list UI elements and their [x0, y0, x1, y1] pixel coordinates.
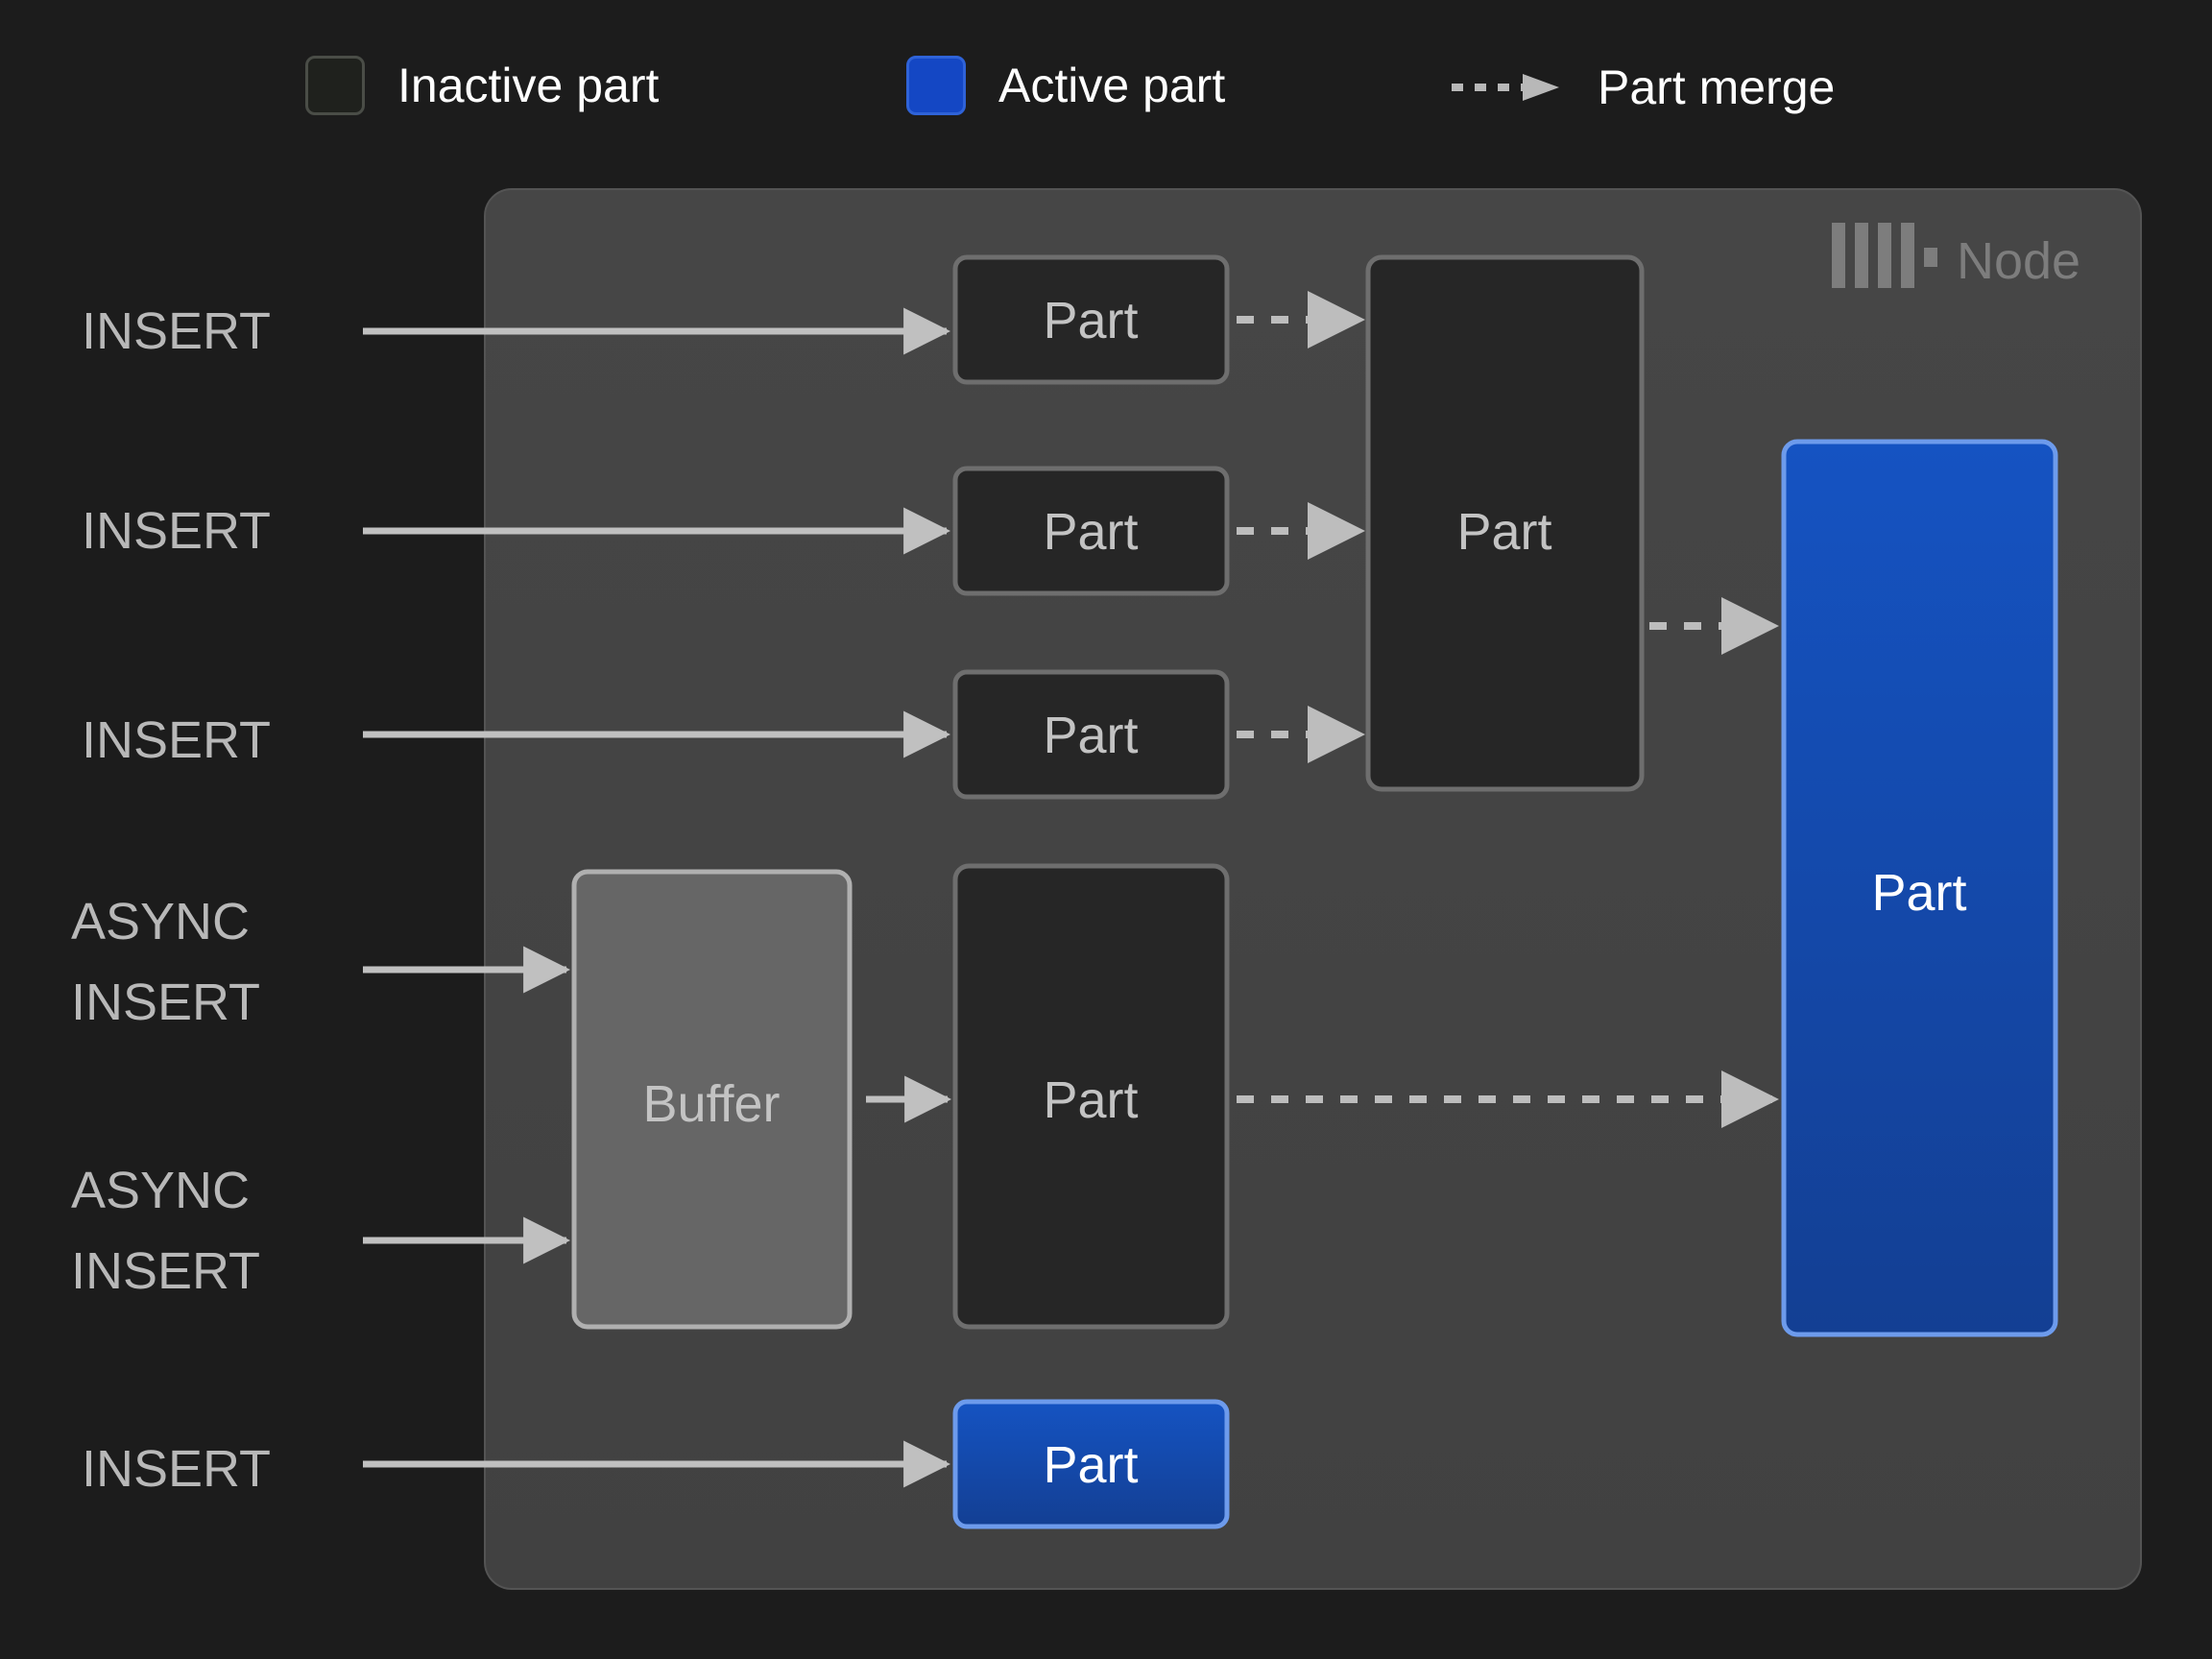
box-part-from-buffer[interactable]: Part: [952, 863, 1230, 1330]
box-part-1[interactable]: Part: [952, 254, 1230, 385]
box-part-merged-rect[interactable]: [1365, 254, 1645, 792]
box-part-2[interactable]: Part: [952, 466, 1230, 596]
box-buffer[interactable]: Buffer: [571, 869, 853, 1330]
legend-item-inactive-part: Inactive part: [305, 56, 659, 115]
box-part-3[interactable]: Part: [952, 669, 1230, 800]
box-part-2-rect[interactable]: [952, 466, 1230, 596]
box-part-merged[interactable]: Part: [1365, 254, 1645, 792]
clickhouse-logo-icon: [1832, 223, 1937, 288]
box-part-3-label: Part: [1043, 707, 1138, 764]
dashed-arrow-icon: [1452, 74, 1559, 101]
legend-label-part-merge: Part merge: [1598, 60, 1836, 114]
box-part-active-small[interactable]: Part: [952, 1399, 1230, 1529]
box-part-1-rect[interactable]: [952, 254, 1230, 385]
box-part-merged-label: Part: [1456, 503, 1551, 561]
source-label-insert-3: INSERT: [82, 711, 271, 769]
box-part-active-small-rect[interactable]: [952, 1399, 1230, 1529]
square-filled-icon: [906, 56, 966, 115]
legend-label-active-part: Active part: [998, 59, 1226, 112]
legend-item-active-part: Active part: [906, 56, 1225, 115]
source-label-async-insert-1: ASYNC INSERT: [71, 893, 260, 1031]
source-label-async-insert-2: ASYNC INSERT: [71, 1162, 260, 1300]
svg-text:INSERT: INSERT: [71, 974, 260, 1031]
legend-label-inactive-part: Inactive part: [397, 59, 660, 112]
box-part-2-label: Part: [1043, 503, 1138, 561]
node-panel: [484, 188, 2142, 1590]
box-part-3-rect[interactable]: [952, 669, 1230, 800]
box-buffer-rect[interactable]: [571, 869, 853, 1330]
box-part-from-buffer-rect[interactable]: [952, 863, 1230, 1330]
box-part-active-large-rect[interactable]: [1781, 439, 2058, 1337]
svg-text:ASYNC: ASYNC: [71, 893, 250, 950]
legend: Inactive part Active part Part merge: [0, 0, 2212, 144]
square-outline-icon: [305, 56, 365, 115]
box-part-1-label: Part: [1043, 292, 1138, 349]
svg-text:INSERT: INSERT: [71, 1242, 260, 1300]
source-label-insert-1: INSERT: [82, 302, 271, 360]
svg-text:ASYNC: ASYNC: [71, 1162, 250, 1219]
box-part-active-large-label: Part: [1871, 864, 1966, 922]
box-part-active-large[interactable]: Part: [1781, 439, 2058, 1337]
box-buffer-label: Buffer: [642, 1075, 780, 1133]
box-part-active-small-label: Part: [1043, 1436, 1138, 1494]
box-part-from-buffer-label: Part: [1043, 1071, 1138, 1129]
source-label-insert-4: INSERT: [82, 1440, 271, 1498]
source-label-insert-2: INSERT: [82, 502, 271, 560]
legend-item-part-merge: Part merge: [1450, 63, 1835, 111]
node-label: Node: [1957, 232, 2080, 290]
